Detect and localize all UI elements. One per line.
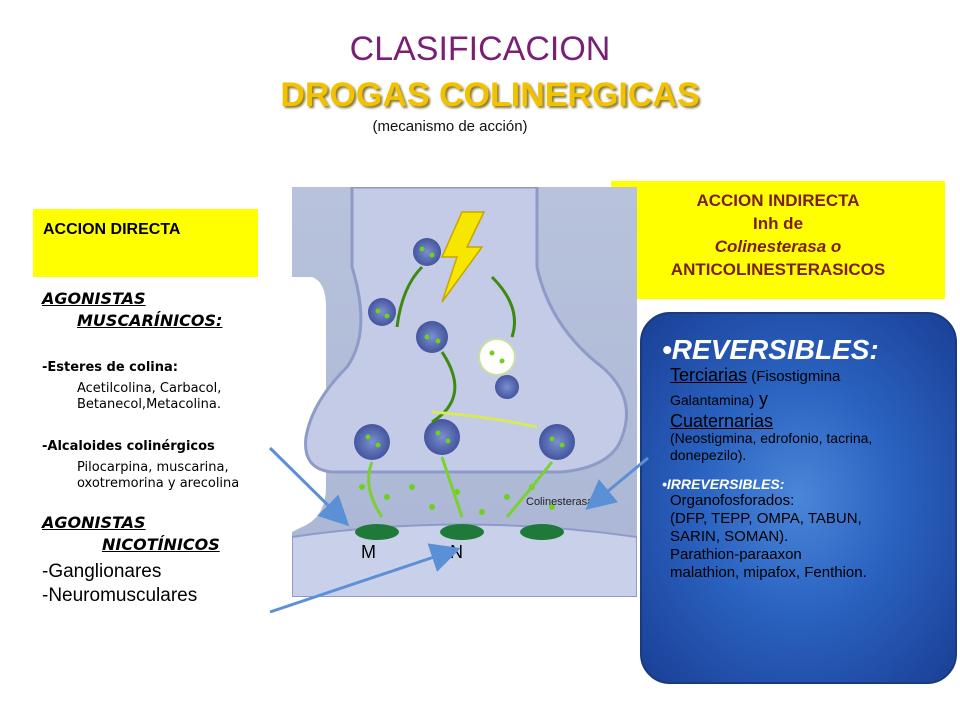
synaptic-vesicles	[354, 238, 575, 460]
nicotinic-item-1: -Ganglionares	[42, 561, 162, 582]
title-line-2: DROGAS COLINERGICAS	[280, 76, 700, 114]
vesicle	[416, 321, 448, 353]
tertiary-label: Terciarias	[670, 365, 748, 385]
label-muscarinic-receptor: M	[361, 542, 376, 562]
esters-items-2: Betanecol,Metacolina.	[77, 397, 222, 412]
label-cholinesterase: Colinesterasa	[526, 496, 594, 508]
alkaloids-group: -Alcaloides colinérgicos	[42, 439, 215, 454]
vesicle	[478, 338, 516, 376]
irreversible-line-4: Parathion-paraaxon	[670, 546, 802, 563]
muscarinic-heading-2: MUSCARÍNICOS:	[77, 311, 223, 330]
receptor-m	[355, 524, 399, 540]
alkaloids-items-2: oxotremorina y arecolina	[77, 476, 240, 491]
lightning-bolt-icon	[440, 211, 486, 303]
vesicle	[495, 375, 519, 399]
subtitle: (mecanismo de acción)	[372, 118, 528, 135]
muscarinic-heading-1: AGONISTAS	[42, 289, 146, 308]
indirect-line-1: ACCION INDIRECTA	[696, 191, 860, 210]
nicotinic-heading-1: AGONISTAS	[42, 513, 146, 532]
irreversible-line-5: malathion, mipafox, Fenthion.	[670, 564, 867, 581]
indirect-action-box: ACCION INDIRECTA Inh de Colinesterasa o …	[611, 181, 945, 299]
reversible-title: •REVERSIBLES:	[662, 334, 879, 365]
receptors	[355, 524, 564, 540]
alkaloids-items-1: Pilocarpina, muscarina,	[77, 460, 229, 475]
irreversible-title: •IRREVERSIBLES:	[662, 476, 785, 492]
label-nicotinic-receptor: N	[450, 542, 463, 562]
quaternary-label: Cuaternarias	[670, 411, 774, 431]
direct-action-box: ACCION DIRECTA	[33, 209, 258, 277]
vesicle	[413, 238, 441, 266]
vesicle	[354, 424, 390, 460]
release-arrows	[367, 265, 554, 518]
title-line-1: CLASIFICACION	[349, 30, 611, 68]
indirect-line-2: Inh de	[752, 214, 804, 233]
receptor	[520, 524, 564, 540]
anticholinesterase-panel: •REVERSIBLES: Terciarias (Fisostigmina G…	[640, 312, 957, 684]
quaternary-examples-2: donepezilo).	[670, 447, 747, 463]
esters-items-1: Acetilcolina, Carbacol,	[77, 381, 222, 396]
tertiary-conjunction: y	[754, 389, 769, 409]
direct-action-label: ACCION DIRECTA	[43, 221, 181, 238]
acetylcholine-molecules	[359, 246, 565, 515]
tertiary-examples-1: (Fisostigmina	[747, 368, 841, 385]
indirect-line-3: Colinesterasa o	[714, 237, 842, 256]
irreversible-line-2: (DFP, TEPP, OMPA, TABUN,	[670, 510, 862, 527]
vesicle	[539, 424, 575, 460]
irreversible-line-1: Organofosforados:	[670, 492, 795, 509]
presynaptic-terminal	[304, 187, 628, 474]
tertiary-examples-2: Galantamina)	[670, 392, 755, 408]
direct-agonists-list: AGONISTAS MUSCARÍNICOS: -Esteres de coli…	[42, 288, 302, 608]
nicotinic-heading-2: NICOTÍNICOS	[102, 535, 220, 554]
nicotinic-item-2: -Neuromusculares	[42, 585, 198, 606]
quaternary-examples-1: (Neostigmina, edrofonio, tacrina,	[670, 430, 873, 446]
receptor-n	[440, 524, 484, 540]
vesicle	[368, 298, 396, 326]
irreversible-line-3: SARIN, SOMAN).	[670, 528, 789, 545]
esters-group: -Esteres de colina:	[42, 360, 178, 375]
synapse-illustration	[292, 187, 637, 597]
indirect-line-4: ANTICOLINESTERASICOS	[670, 260, 886, 279]
vesicle	[424, 419, 460, 455]
